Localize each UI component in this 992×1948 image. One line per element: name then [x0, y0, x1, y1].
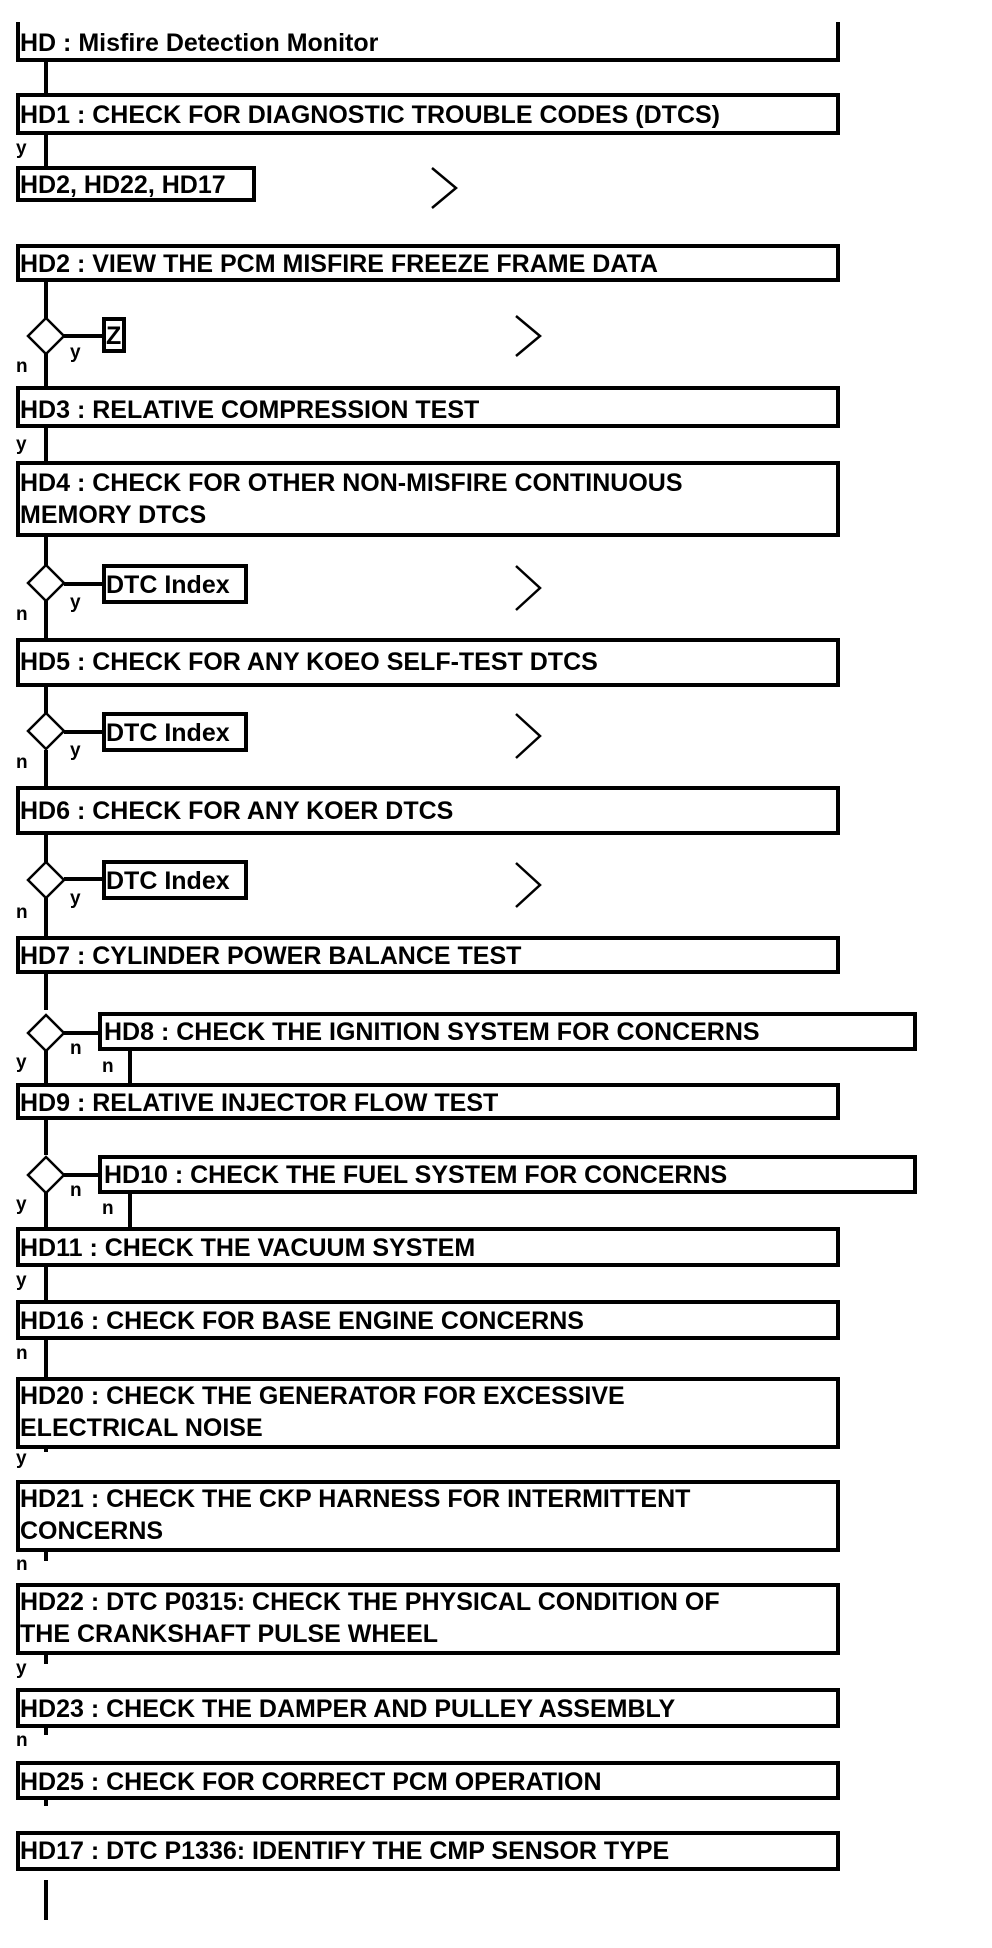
step-hd16[interactable]: HD16 : CHECK FOR BASE ENGINE CONCERNS: [16, 1300, 840, 1340]
no-label: n: [102, 1056, 114, 1077]
no-label: n: [70, 1180, 82, 1201]
step-hd7[interactable]: HD7 : CYLINDER POWER BALANCE TEST: [16, 936, 840, 974]
yes-label: y: [70, 592, 81, 613]
step-hd6[interactable]: HD6 : CHECK FOR ANY KOER DTCS: [16, 786, 840, 835]
no-label: n: [16, 1343, 28, 1364]
yes-label: y: [16, 1194, 27, 1215]
svg-text:HD4 : CHECK FOR OTHER NON-MISF: HD4 : CHECK FOR OTHER NON-MISFIRE CONTIN…: [20, 469, 683, 497]
step-hd21[interactable]: HD21 : CHECK THE CKP HARNESS FOR INTERMI…: [16, 1480, 840, 1552]
no-label: n: [16, 604, 28, 625]
svg-text:HD6 : CHECK FOR ANY KOER DTCS: HD6 : CHECK FOR ANY KOER DTCS: [20, 797, 453, 825]
step-hd20[interactable]: HD20 : CHECK THE GENERATOR FOR EXCESSIVE…: [16, 1377, 840, 1449]
chevron-right-icon[interactable]: [515, 315, 542, 357]
yes-label: y: [70, 740, 81, 761]
svg-text:THE CRANKSHAFT PULSE WHEEL: THE CRANKSHAFT PULSE WHEEL: [20, 1620, 438, 1648]
step-hd1[interactable]: HD1 : CHECK FOR DIAGNOSTIC TROUBLE CODES…: [16, 93, 840, 135]
dtc-index-box[interactable]: DTC Index: [102, 860, 248, 900]
svg-text:MEMORY DTCS: MEMORY DTCS: [20, 501, 206, 529]
dtc-index-box[interactable]: DTC Index: [102, 564, 248, 604]
svg-text:DTC Index: DTC Index: [106, 867, 230, 895]
yes-label: y: [16, 434, 27, 455]
svg-text:HD16 : CHECK FOR BASE ENGINE C: HD16 : CHECK FOR BASE ENGINE CONCERNS: [20, 1307, 584, 1335]
svg-text:HD11 : CHECK THE VACUUM SYSTEM: HD11 : CHECK THE VACUUM SYSTEM: [20, 1234, 475, 1262]
yes-label: y: [70, 888, 81, 909]
step-hd11[interactable]: HD11 : CHECK THE VACUUM SYSTEM: [16, 1227, 840, 1267]
no-label: n: [70, 1038, 82, 1059]
yes-label: y: [16, 1270, 27, 1291]
svg-text:HD23 : CHECK THE DAMPER AND PU: HD23 : CHECK THE DAMPER AND PULLEY ASSEM…: [20, 1695, 676, 1723]
decision-diamond-hd4: [26, 563, 66, 603]
svg-text:HD22 : DTC P0315: CHECK THE PH: HD22 : DTC P0315: CHECK THE PHYSICAL CON…: [20, 1588, 720, 1616]
step-hd5[interactable]: HD5 : CHECK FOR ANY KOEO SELF-TEST DTCS: [16, 638, 840, 687]
svg-text:HD3 : RELATIVE COMPRESSION TES: HD3 : RELATIVE COMPRESSION TEST: [20, 396, 479, 424]
svg-text:HD2, HD22, HD17: HD2, HD22, HD17: [20, 171, 226, 199]
step-hd4[interactable]: HD4 : CHECK FOR OTHER NON-MISFIRE CONTIN…: [16, 461, 840, 537]
svg-text:DTC Index: DTC Index: [106, 571, 230, 599]
svg-text:HD21 : CHECK THE CKP HARNESS F: HD21 : CHECK THE CKP HARNESS FOR INTERMI…: [20, 1485, 690, 1513]
svg-text:HD5 : CHECK FOR ANY KOEO SELF-: HD5 : CHECK FOR ANY KOEO SELF-TEST DTCS: [20, 648, 598, 676]
decision-diamond-hd9: [26, 1155, 66, 1195]
yes-label: y: [16, 1052, 27, 1073]
step-hd3[interactable]: HD3 : RELATIVE COMPRESSION TEST: [16, 386, 840, 428]
svg-text:Z: Z: [106, 322, 121, 350]
no-label: n: [16, 356, 28, 377]
step-hd2[interactable]: HD2 : VIEW THE PCM MISFIRE FREEZE FRAME …: [16, 244, 840, 282]
step-hd23[interactable]: HD23 : CHECK THE DAMPER AND PULLEY ASSEM…: [16, 1688, 840, 1728]
no-label: n: [16, 1554, 28, 1575]
no-label: n: [102, 1198, 114, 1219]
svg-text:HD10 : CHECK THE FUEL SYSTEM F: HD10 : CHECK THE FUEL SYSTEM FOR CONCERN…: [104, 1161, 727, 1189]
step-hd10[interactable]: HD10 : CHECK THE FUEL SYSTEM FOR CONCERN…: [98, 1155, 917, 1194]
svg-text:ELECTRICAL NOISE: ELECTRICAL NOISE: [20, 1414, 263, 1442]
decision-diamond-hd2: [26, 316, 66, 356]
title-box: HD : Misfire Detection Monitor: [16, 22, 840, 62]
step-hd9[interactable]: HD9 : RELATIVE INJECTOR FLOW TEST: [16, 1083, 840, 1120]
svg-text:HD7 : CYLINDER POWER BALANCE T: HD7 : CYLINDER POWER BALANCE TEST: [20, 942, 521, 970]
step-hd22[interactable]: HD22 : DTC P0315: CHECK THE PHYSICAL CON…: [16, 1583, 840, 1655]
yes-label: y: [70, 342, 81, 363]
svg-text:HD17 : DTC P1336: IDENTIFY THE: HD17 : DTC P1336: IDENTIFY THE CMP SENSO…: [20, 1837, 669, 1865]
svg-text:HD9 : RELATIVE INJECTOR FLOW T: HD9 : RELATIVE INJECTOR FLOW TEST: [20, 1089, 498, 1117]
yes-label: y: [16, 1448, 27, 1469]
yes-label: y: [16, 138, 27, 159]
svg-text:HD2 : VIEW THE PCM MISFIRE FRE: HD2 : VIEW THE PCM MISFIRE FREEZE FRAME …: [20, 250, 658, 278]
chevron-right-icon[interactable]: [515, 565, 542, 611]
no-label: n: [16, 1730, 28, 1751]
yes-label: y: [16, 1658, 27, 1679]
svg-text:DTC Index: DTC Index: [106, 719, 230, 747]
chevron-right-icon[interactable]: [515, 713, 542, 759]
dtc-index-box[interactable]: DTC Index: [102, 712, 248, 752]
chevron-right-icon[interactable]: [515, 862, 542, 908]
no-label: n: [16, 752, 28, 773]
svg-text:HD25 : CHECK FOR CORRECT PCM O: HD25 : CHECK FOR CORRECT PCM OPERATION: [20, 1768, 602, 1796]
diagram-title: HD : Misfire Detection Monitor: [20, 29, 379, 57]
decision-diamond-hd6: [26, 860, 66, 900]
step-hd25[interactable]: HD25 : CHECK FOR CORRECT PCM OPERATION: [16, 1761, 840, 1800]
svg-text:HD8 : CHECK THE IGNITION SYSTE: HD8 : CHECK THE IGNITION SYSTEM FOR CONC…: [104, 1018, 760, 1046]
hd1-result-box[interactable]: HD2, HD22, HD17: [16, 166, 256, 202]
z-branch-box[interactable]: Z: [102, 317, 126, 353]
no-label: n: [16, 902, 28, 923]
chevron-right-icon[interactable]: [431, 167, 458, 209]
step-hd8[interactable]: HD8 : CHECK THE IGNITION SYSTEM FOR CONC…: [98, 1012, 917, 1051]
decision-diamond-hd5: [26, 711, 66, 751]
svg-text:HD20 : CHECK THE GENERATOR FOR: HD20 : CHECK THE GENERATOR FOR EXCESSIVE: [20, 1382, 625, 1410]
decision-diamond-hd7: [26, 1013, 66, 1053]
step-hd17[interactable]: HD17 : DTC P1336: IDENTIFY THE CMP SENSO…: [16, 1831, 840, 1871]
svg-text:HD1 : CHECK FOR DIAGNOSTIC TRO: HD1 : CHECK FOR DIAGNOSTIC TROUBLE CODES…: [20, 101, 720, 129]
svg-text:CONCERNS: CONCERNS: [20, 1517, 163, 1545]
